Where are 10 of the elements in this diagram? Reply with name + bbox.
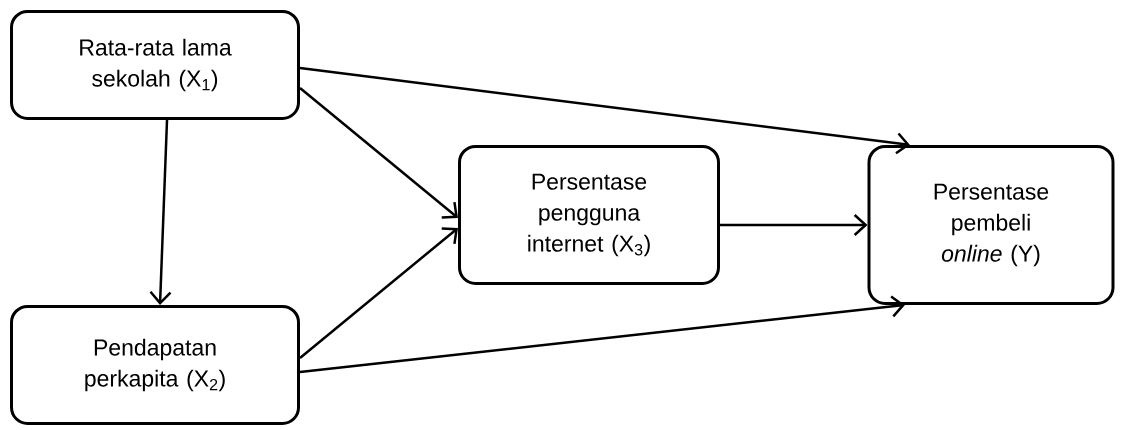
arrow bbox=[149, 119, 172, 305]
variable-box: Persentase pengguna internet (X$_{3}$) bbox=[458, 145, 720, 285]
arrow bbox=[299, 87, 458, 219]
arrow bbox=[299, 227, 458, 359]
variable-box: Pendapatan perkapita (X$_{2}$) bbox=[10, 305, 300, 425]
arrow bbox=[299, 295, 905, 374]
arrow bbox=[299, 66, 910, 155]
arrow bbox=[720, 214, 868, 236]
variable-box: Rata-rata lama sekolah (X$_{1}$) bbox=[10, 10, 300, 120]
variable-box: Persentase pembeli online (Y) bbox=[867, 145, 1115, 305]
